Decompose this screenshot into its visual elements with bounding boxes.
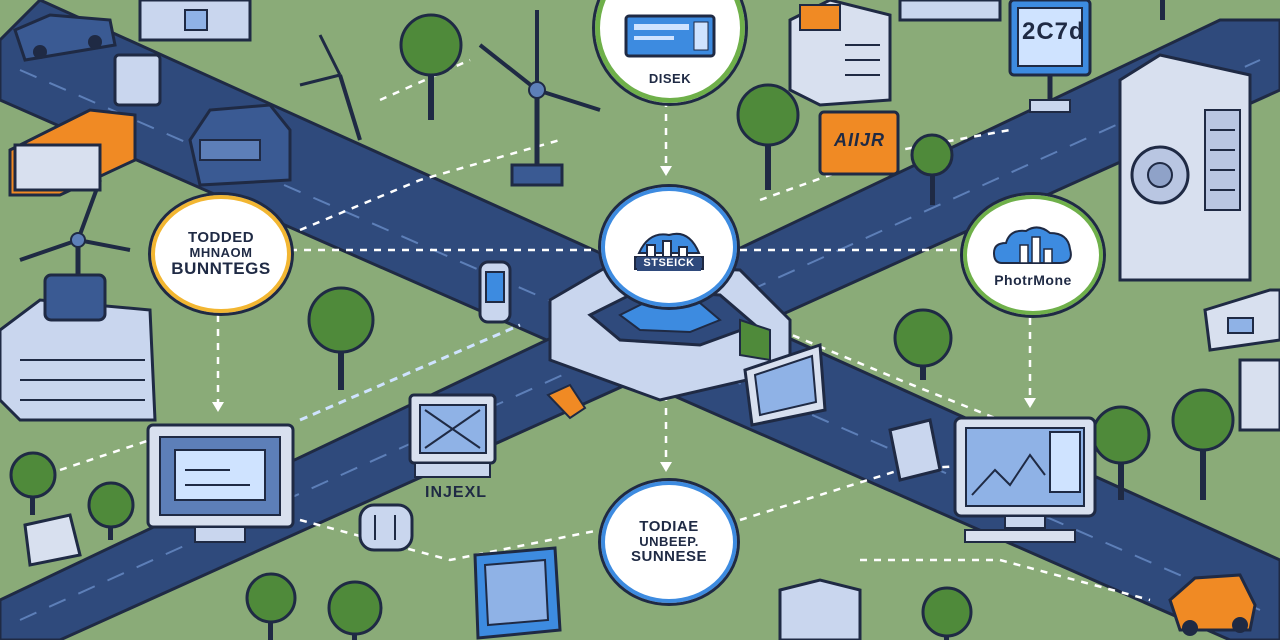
orange-sign-box bbox=[818, 110, 900, 176]
bottom-device bbox=[778, 578, 862, 640]
tree bbox=[736, 83, 800, 190]
node-disk[interactable]: DISEK bbox=[592, 0, 748, 106]
small-router bbox=[23, 513, 82, 567]
right-kiosk bbox=[1238, 358, 1280, 432]
orange-container bbox=[8, 108, 137, 197]
link-grid-g bbox=[860, 558, 1151, 602]
tree bbox=[9, 451, 57, 515]
link-grid-f bbox=[59, 438, 151, 472]
tree bbox=[893, 308, 953, 380]
node-bottom-hub-line-1: TODIAE bbox=[639, 518, 699, 536]
right-cabinet bbox=[1203, 288, 1280, 352]
billboard-text: 2C7d bbox=[1022, 18, 1085, 45]
sensor-post bbox=[478, 260, 512, 324]
rooftop-sign-text: AIIJR bbox=[834, 130, 886, 150]
node-left-hub-line-2: MHNAOM bbox=[189, 245, 253, 261]
cylinder-tank bbox=[358, 503, 414, 552]
tree bbox=[1160, 0, 1165, 20]
tree bbox=[399, 13, 463, 120]
tree bbox=[1091, 405, 1151, 500]
tree bbox=[307, 286, 375, 390]
node-left-hub-line-1: TODDED bbox=[187, 229, 255, 247]
node-disk-label: DISEK bbox=[648, 71, 692, 87]
bridge-gauge bbox=[888, 418, 942, 482]
node-bottom-hub-line-3: SUNNESE bbox=[630, 547, 708, 565]
node-right-hub-label: PhotrMone bbox=[994, 271, 1072, 288]
cloud-city-icon bbox=[992, 226, 1072, 264]
link-grid-a bbox=[299, 138, 561, 232]
left-desktop-monitor bbox=[146, 423, 295, 543]
top-left-car bbox=[13, 13, 117, 62]
tree bbox=[1171, 388, 1235, 500]
node-left-hub-line-3: BUNNTEGS bbox=[171, 258, 271, 278]
arrow-head bbox=[660, 166, 672, 176]
right-desktop-monitor bbox=[953, 416, 1097, 543]
node-bottom-hub[interactable]: TODIAE UNBEEP. SUNNESE bbox=[598, 478, 740, 606]
tree bbox=[921, 586, 973, 640]
node-right-hub[interactable]: PhotrMone bbox=[960, 192, 1106, 318]
bottom-screen bbox=[473, 546, 562, 640]
link-blue-highlight bbox=[299, 323, 521, 422]
tree bbox=[327, 580, 383, 640]
tree bbox=[910, 133, 954, 205]
orange-arrow-marker bbox=[546, 383, 587, 420]
top-left-kiosk bbox=[113, 53, 162, 107]
box-building bbox=[788, 0, 892, 107]
wind-turbine-small bbox=[299, 34, 362, 141]
link-grid-d bbox=[299, 518, 601, 562]
tree bbox=[87, 481, 135, 540]
factory-left bbox=[0, 273, 157, 422]
monitor-caption: INJEXL bbox=[425, 484, 488, 501]
arrow-head bbox=[1024, 398, 1036, 408]
arrow-heads bbox=[212, 166, 1036, 472]
node-center-hub-label: STSEICK bbox=[637, 257, 701, 271]
tilted-screen bbox=[743, 342, 827, 427]
node-bottom-hub-line-2: UNBEEP. bbox=[639, 534, 699, 550]
link-grid-h bbox=[379, 58, 471, 102]
trees bbox=[9, 0, 1235, 640]
node-center-hub[interactable]: STSEICK bbox=[598, 184, 740, 310]
wind-turbine-center bbox=[478, 10, 601, 187]
node-left-hub[interactable]: TODDED MHNAOM BUNNTEGS bbox=[148, 192, 294, 316]
building-top-right bbox=[898, 0, 1002, 22]
orange-car bbox=[1168, 573, 1257, 636]
arrow-head bbox=[212, 402, 224, 412]
small-monitor bbox=[408, 393, 497, 478]
monitor-icon bbox=[624, 14, 716, 58]
tree bbox=[245, 572, 297, 640]
arrow-head bbox=[660, 462, 672, 472]
blue-machine bbox=[188, 103, 292, 187]
building-top-left bbox=[138, 0, 252, 42]
server-tower bbox=[1118, 53, 1252, 282]
billboard-stand bbox=[1008, 0, 1092, 113]
